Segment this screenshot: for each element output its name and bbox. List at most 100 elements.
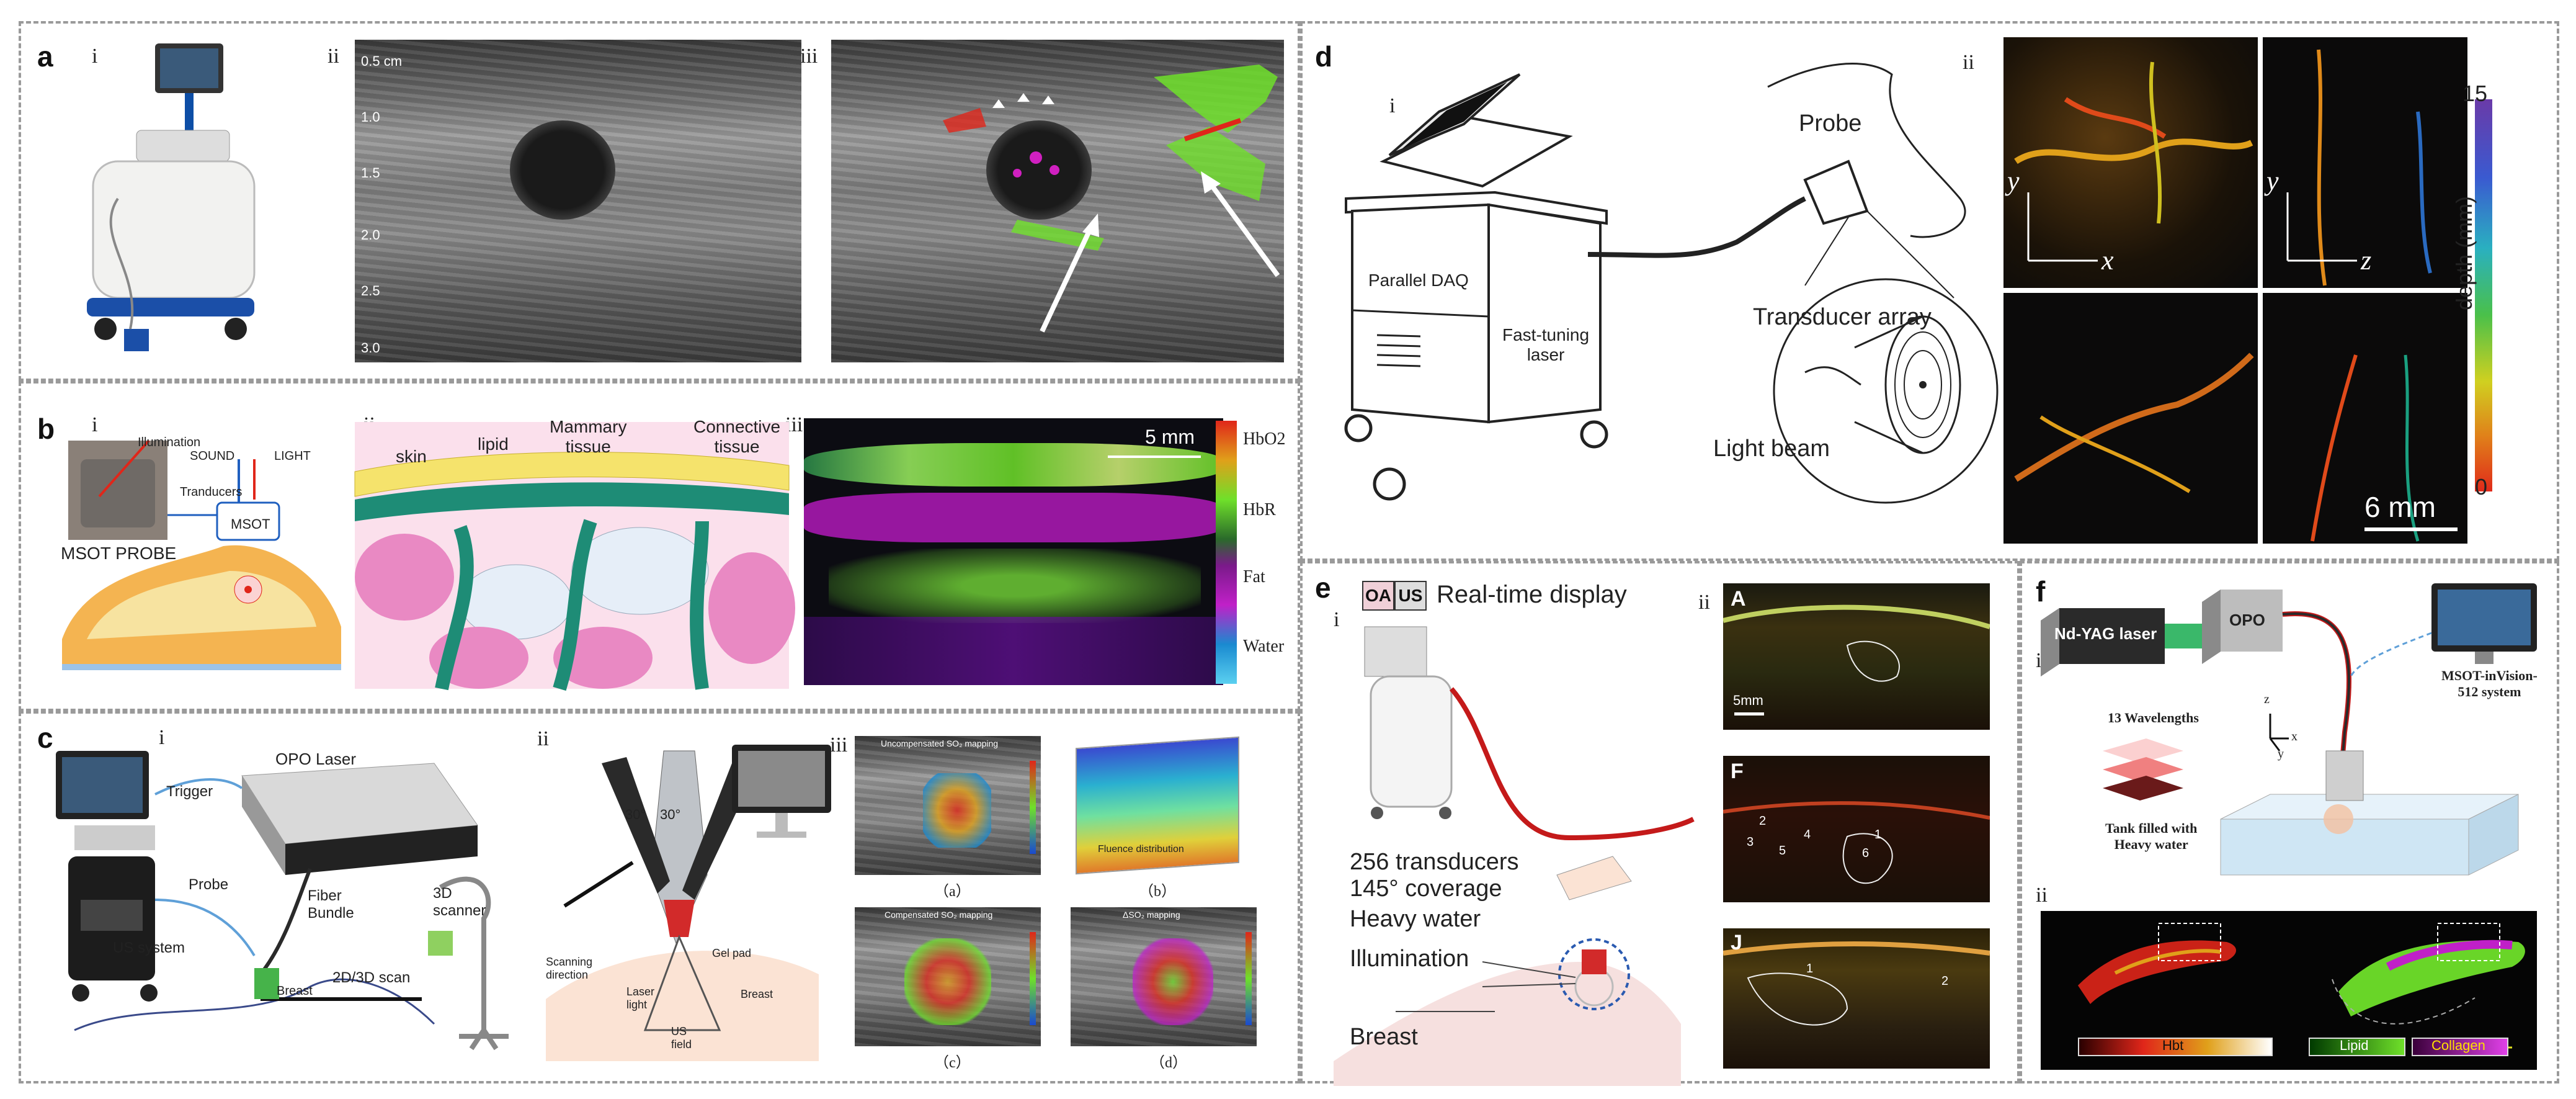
- f-opo-label: OPO: [2229, 611, 2265, 629]
- light-label: LIGHT: [274, 449, 311, 463]
- angle-left: 30°: [625, 807, 646, 822]
- panel-d-sub-ii: ii: [1963, 51, 1974, 74]
- axis-x: x: [2101, 245, 2114, 276]
- cap-d: （d）: [1150, 1055, 1187, 1071]
- trigger-label: Trigger: [166, 783, 213, 800]
- connective-label: Connective tissue: [693, 417, 781, 456]
- 3d-scanner-label: 3D scanner: [433, 885, 486, 919]
- oa-badge: OA: [1362, 581, 1394, 611]
- frame-f: [1723, 756, 1990, 902]
- gel-pad-label: Gel pad: [712, 947, 752, 959]
- msot-box-label: MSOT: [231, 516, 270, 532]
- c-probe-label: Probe: [189, 876, 229, 893]
- cap-b: （b）: [1139, 884, 1176, 900]
- oa-overlay: [943, 65, 1280, 333]
- angle-right: 30°: [660, 807, 681, 822]
- laser-light-label: Laser light: [626, 985, 655, 1011]
- wavelengths-label: 13 Wavelengths: [2108, 710, 2199, 725]
- transducer-array-label: Transducer array: [1753, 304, 1932, 330]
- mammary-label: Mammary tissue: [550, 417, 627, 456]
- delta-so2-map: [1071, 907, 1257, 1046]
- panel-b-frame: [19, 381, 1300, 711]
- e-illumination-label: Illumination: [1350, 946, 1469, 972]
- light-beam-label: Light beam: [1713, 436, 1830, 462]
- panel-d-frame: [1300, 21, 2559, 561]
- collagen-legend-bar: [2412, 1038, 2508, 1056]
- marker-f-5: 5: [1779, 844, 1786, 858]
- lipid-legend-label: Lipid: [2340, 1038, 2369, 1053]
- c-breast-label: Breast: [277, 984, 313, 998]
- panel-f-sub-i: i: [2036, 649, 2042, 672]
- b-scalebar-label: 5 mm: [1145, 426, 1195, 448]
- b-legend-hbo2: HbO2: [1243, 429, 1286, 449]
- marker-j-1: 1: [1806, 962, 1814, 976]
- marker-f-1: 1: [1874, 828, 1882, 841]
- map-b-title: Fluence distribution: [1098, 844, 1184, 855]
- us-opo-scanner-setup: [56, 751, 509, 1051]
- d-scalebar-label: 6 mm: [2364, 491, 2436, 523]
- depth-tick-1: 1.0: [361, 109, 380, 125]
- frame-f-label: F: [1731, 760, 1744, 783]
- map-c-title: Compensated SO₂ mapping: [885, 910, 993, 920]
- ndyag-label: Nd-YAG laser: [2054, 624, 2157, 643]
- f-axis-y: y: [2278, 747, 2284, 761]
- heavy-water-label: Heavy water: [1350, 906, 1481, 932]
- panel-e-sub-ii: ii: [1698, 591, 1710, 614]
- cap-c: （c）: [934, 1055, 971, 1071]
- marker-f-6: 6: [1862, 846, 1870, 860]
- msot-probe-label: MSOT PROBE: [61, 544, 177, 563]
- d-probe-label: Probe: [1799, 110, 1862, 137]
- f-axis-z: z: [2264, 693, 2270, 706]
- axis-y2: y: [2266, 166, 2279, 196]
- panel-f-frame: [2020, 561, 2559, 1083]
- b-legend-fat: Fat: [1243, 567, 1265, 586]
- d-scalebar: [2364, 527, 2458, 531]
- us-badge: US: [1394, 581, 1427, 611]
- monitor-icon: [732, 745, 831, 838]
- panel-a-sub-ii: ii: [328, 45, 339, 68]
- panel-c-frame: [19, 711, 1300, 1083]
- f-axis-x: x: [2291, 730, 2297, 743]
- msot-invision-setup: [2041, 583, 2537, 876]
- colorbar-max: 15: [2462, 81, 2488, 106]
- parallel-daq-label: Parallel DAQ: [1368, 271, 1469, 290]
- marker-f-3: 3: [1747, 835, 1754, 849]
- frame-j-label: J: [1731, 931, 1742, 954]
- panel-a-frame: [19, 21, 1300, 381]
- realtime-display-label: Real-time display: [1437, 581, 1627, 608]
- axis-arrows-xy: [2027, 192, 2098, 262]
- depth-tick-5: 3.0: [361, 340, 380, 356]
- breast-tissue-cross-section: [354, 422, 795, 691]
- c-breast2-label: Breast: [741, 988, 773, 1000]
- lipid-legend-bar: [2309, 1038, 2405, 1056]
- scan-label: 2D/3D scan: [332, 969, 411, 986]
- e-breast-label: Breast: [1350, 1024, 1418, 1050]
- marker-f-4: 4: [1804, 828, 1811, 841]
- depth-coded-image-yz: [2263, 37, 2467, 288]
- colorbar-min: 0: [2475, 474, 2488, 500]
- panel-d-sub-i: i: [1389, 94, 1396, 117]
- marker-f-2: 2: [1759, 814, 1767, 828]
- e-scale-label: 5mm: [1733, 693, 1763, 708]
- map-d-title: ΔSO₂ mapping: [1123, 910, 1180, 920]
- panel-c-sub-ii: ii: [537, 727, 549, 750]
- b-legend-water: Water: [1243, 637, 1285, 656]
- fast-tuning-laser-label: Fast-tuning laser: [1502, 325, 1590, 364]
- map-a-title: Uncompensated SO₂ mapping: [881, 738, 999, 748]
- collagen-legend-label: Collagen: [2431, 1038, 2485, 1053]
- skin-label: skin: [396, 447, 427, 466]
- transducers-256-label: 256 transducers 145° coverage: [1350, 849, 1519, 902]
- hbt-legend-bar: [2078, 1038, 2273, 1056]
- panel-f-sub-ii: ii: [2036, 884, 2048, 907]
- frame-j: [1723, 928, 1990, 1069]
- panel-e-label: e: [1315, 572, 1331, 604]
- depth-tick-4: 2.5: [361, 283, 380, 298]
- msot-multispectral-image: [804, 418, 1223, 685]
- lesion: [510, 120, 615, 220]
- axis-arrows-yz: [2286, 192, 2357, 262]
- panel-a-label: a: [37, 40, 53, 73]
- so2-map-compensated: [855, 907, 1041, 1046]
- panel-f-label: f: [2036, 575, 2046, 608]
- axis-y1: y: [2007, 166, 2020, 196]
- us-system-label: US system: [113, 940, 185, 956]
